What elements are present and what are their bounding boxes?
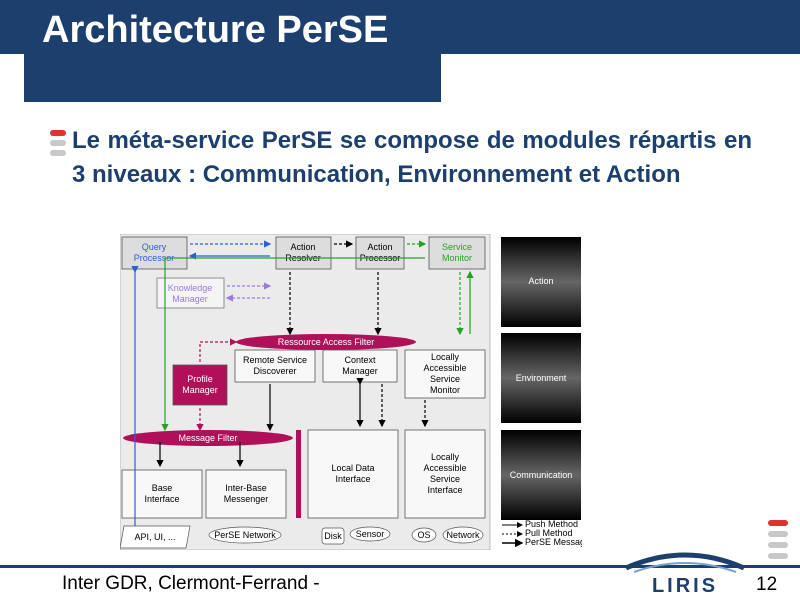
api-ui-item: API, UI, ... <box>120 525 191 549</box>
locally-accessible-service-interface-box: Locally Accessible Service Interface <box>404 429 486 519</box>
context-manager-box: Context Manager <box>322 349 398 383</box>
svg-text:PerSE Message: PerSE Message <box>525 537 582 547</box>
svg-text:Message Filter: Message Filter <box>178 433 237 443</box>
action-resolver-box: Action Resolver <box>275 236 332 270</box>
action-processor-box: Action Processor <box>355 236 405 270</box>
svg-text:API, UI, ...: API, UI, ... <box>134 532 175 542</box>
bullet-icon <box>50 130 66 156</box>
level-environment: Environment <box>501 333 581 423</box>
profile-manager-box: Profile Manager <box>172 364 228 406</box>
architecture-diagram: Action Environment Communication Query P… <box>120 234 582 550</box>
os-item: OS <box>411 527 437 543</box>
locally-accessible-service-monitor-box: Locally Accessible Service Monitor <box>404 349 486 399</box>
svg-text:Processor: Processor <box>134 253 175 263</box>
svg-text:LIRIS: LIRIS <box>652 575 718 597</box>
svg-text:Manager: Manager <box>182 385 218 395</box>
page-number: 12 <box>756 574 778 595</box>
arrow-monitor-messagefilter <box>161 257 425 432</box>
svg-text:Communication: Communication <box>510 470 573 480</box>
query-processor-box: Query Processor <box>121 236 188 270</box>
svg-text:Ressource Access Filter: Ressource Access Filter <box>278 337 375 347</box>
side-decoration-icon <box>768 520 788 559</box>
svg-text:Service: Service <box>430 374 460 384</box>
svg-text:Query: Query <box>142 242 167 252</box>
svg-text:Manager: Manager <box>172 294 208 304</box>
svg-text:Context: Context <box>344 355 376 365</box>
svg-text:Interface: Interface <box>144 494 179 504</box>
sensor-item: Sensor <box>349 526 391 542</box>
svg-text:Discoverer: Discoverer <box>253 366 296 376</box>
svg-text:Action: Action <box>367 242 392 252</box>
title-box <box>24 0 441 102</box>
service-monitor-box: Service Monitor <box>428 236 486 270</box>
footer-text: Inter GDR, Clermont-Ferrand - <box>62 573 320 594</box>
footer-line <box>0 565 800 568</box>
svg-text:Local Data: Local Data <box>331 463 374 473</box>
network-item: Network <box>442 526 484 544</box>
svg-text:Service: Service <box>442 242 472 252</box>
svg-text:Action: Action <box>290 242 315 252</box>
svg-text:Locally: Locally <box>431 352 460 362</box>
svg-text:Manager: Manager <box>342 366 378 376</box>
svg-text:Remote Service: Remote Service <box>243 355 307 365</box>
svg-text:Sensor: Sensor <box>356 529 385 539</box>
svg-text:Base: Base <box>152 483 173 493</box>
svg-text:Network: Network <box>446 530 480 540</box>
svg-text:Disk: Disk <box>324 531 342 541</box>
svg-text:PerSE Network: PerSE Network <box>214 530 276 540</box>
slide-title: Architecture PerSE <box>42 9 389 51</box>
svg-text:Monitor: Monitor <box>442 253 472 263</box>
svg-text:Monitor: Monitor <box>430 385 460 395</box>
perse-network-item: PerSE Network <box>208 526 282 544</box>
svg-text:Accessible: Accessible <box>423 463 466 473</box>
message-filter: Message Filter <box>123 430 293 446</box>
bullet-text: Le méta-service PerSE se compose de modu… <box>72 127 752 188</box>
svg-text:Interface: Interface <box>335 474 370 484</box>
svg-text:Locally: Locally <box>431 452 460 462</box>
knowledge-manager-box: Knowledge Manager <box>156 277 225 309</box>
svg-text:Action: Action <box>528 276 553 286</box>
svg-text:Profile: Profile <box>187 374 213 384</box>
svg-text:Service: Service <box>430 474 460 484</box>
svg-text:Pull Method: Pull Method <box>525 528 573 538</box>
svg-text:Knowledge: Knowledge <box>168 283 213 293</box>
message-filter-bar <box>296 430 301 518</box>
inter-base-messenger-box: Inter-Base Messenger <box>205 469 287 519</box>
base-interface-box: Base Interface <box>121 469 203 519</box>
svg-text:Accessible: Accessible <box>423 363 466 373</box>
resource-access-filter: Ressource Access Filter <box>236 334 416 350</box>
disk-item: Disk <box>321 527 345 545</box>
liris-logo: LIRIS <box>624 552 746 597</box>
svg-text:Interface: Interface <box>427 485 462 495</box>
remote-service-discoverer-box: Remote Service Discoverer <box>234 349 316 383</box>
svg-text:Environment: Environment <box>516 373 567 383</box>
arrow-profile-filter <box>199 338 238 362</box>
local-data-interface-box: Local Data Interface <box>307 429 399 519</box>
level-action: Action <box>501 237 581 327</box>
diagram-legend: Push Method Pull Method PerSE Message <box>502 519 582 548</box>
svg-text:Inter-Base: Inter-Base <box>225 483 267 493</box>
level-communication: Communication <box>501 430 581 520</box>
svg-text:Messenger: Messenger <box>224 494 269 504</box>
svg-text:OS: OS <box>417 530 430 540</box>
svg-text:Push Method: Push Method <box>525 519 578 529</box>
